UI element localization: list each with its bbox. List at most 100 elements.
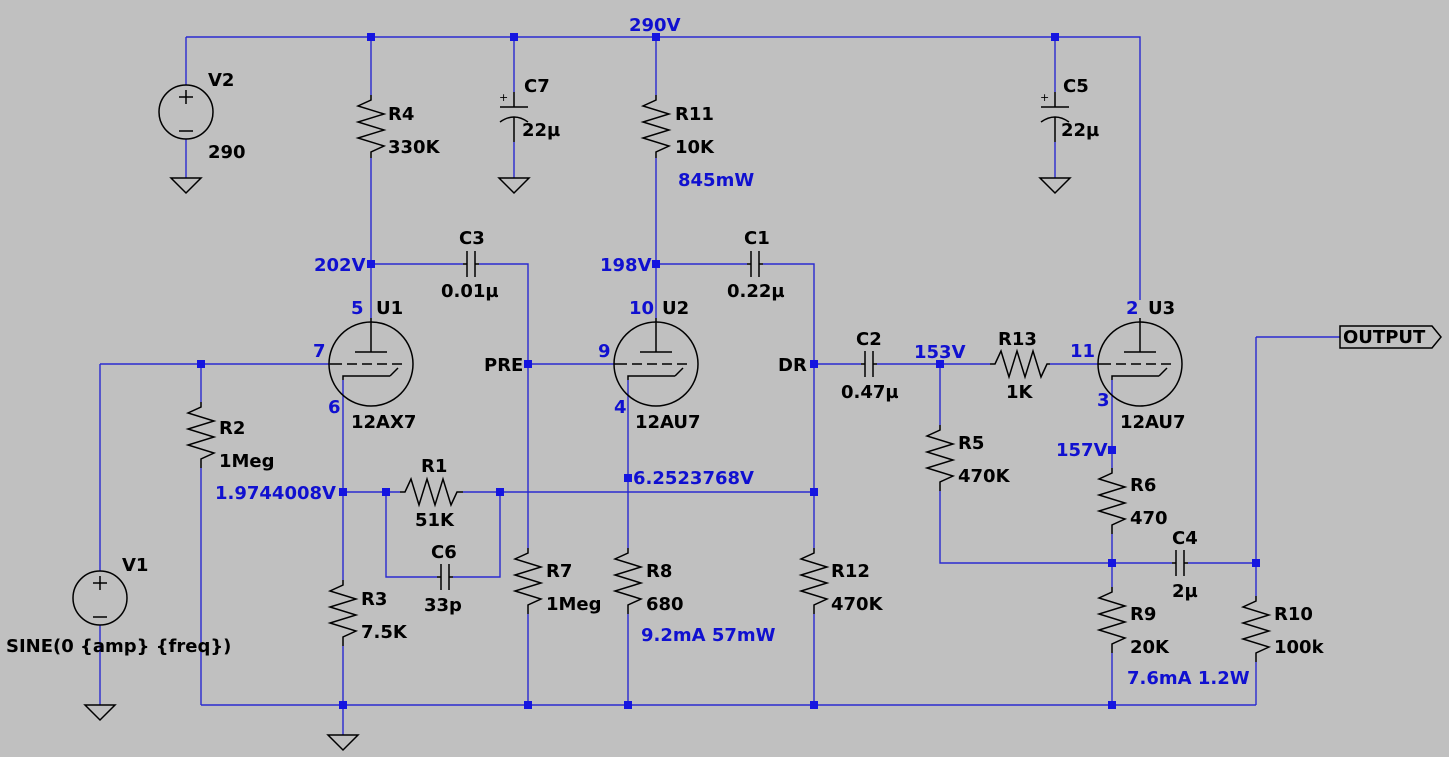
resistor-r2[interactable]: R2 1Meg [185, 402, 275, 472]
net-label-u3-cathode: 157V [1056, 440, 1108, 461]
capacitor-c2[interactable]: C2 0.47µ [841, 329, 899, 403]
component-value: 22µ [1061, 120, 1099, 141]
resistor-r9[interactable]: R9 20K 7.6mA 1.2W [1096, 587, 1250, 689]
net-label-u2-plate: 198V [600, 255, 652, 276]
component-name: R12 [831, 561, 870, 582]
ground-icon [1038, 177, 1072, 195]
component-name: U1 [376, 298, 403, 319]
resistor-r3[interactable]: R3 7.5K [327, 580, 408, 646]
resistor-icon [327, 580, 359, 646]
tube-type: 12AU7 [635, 412, 701, 433]
capacitor-c6[interactable]: C6 33p [424, 542, 462, 616]
net-label-top-rail: 290V [629, 15, 681, 36]
ground-icon [83, 704, 117, 722]
component-value: 290 [208, 142, 246, 163]
component-name: R3 [361, 589, 387, 610]
capacitor-c1[interactable]: C1 0.22µ [727, 228, 785, 302]
output-label: OUTPUT [1343, 327, 1426, 348]
output-port-icon [1339, 325, 1442, 349]
resistor-icon [1240, 596, 1272, 662]
resistor-icon [400, 476, 463, 508]
resistor-icon [990, 348, 1050, 380]
resistor-r10[interactable]: R10 100k [1240, 596, 1325, 662]
component-name: R9 [1130, 604, 1156, 625]
net-label-u3-grid: 153V [914, 342, 966, 363]
component-name: R8 [646, 561, 672, 582]
pin-number: 4 [614, 397, 627, 418]
component-value: 2µ [1172, 581, 1198, 602]
capacitor-c3[interactable]: C3 0.01µ [441, 228, 499, 302]
resistor-r8[interactable]: R8 680 9.2mA 57mW [612, 548, 776, 646]
tube-type: 12AX7 [351, 412, 416, 433]
component-name: R7 [546, 561, 572, 582]
voltage-source-icon [72, 570, 128, 626]
resistor-r4[interactable]: R4 330K [355, 95, 441, 158]
net-labels: 290V 202V 198V PRE DR 153V 157V 1.974400… [215, 15, 1108, 504]
component-value: 680 [646, 594, 684, 615]
power-annotation: 9.2mA 57mW [641, 625, 776, 646]
svg-text:+: + [499, 91, 508, 104]
component-name: R6 [1130, 475, 1156, 496]
component-name: R4 [388, 104, 414, 125]
triode-icon [1097, 318, 1183, 407]
ground-icon [169, 177, 203, 195]
net-label-dr: DR [778, 355, 807, 376]
resistor-r1[interactable]: R1 51K [400, 456, 463, 531]
component-value: 0.22µ [727, 281, 785, 302]
svg-text:+: + [1040, 91, 1049, 104]
output-port[interactable]: OUTPUT [1339, 325, 1442, 349]
resistor-icon [1096, 587, 1128, 653]
component-value: 470K [958, 466, 1011, 487]
component-value: 100k [1274, 637, 1325, 658]
net-label-pre: PRE [484, 355, 523, 376]
triode-u2[interactable]: 10 U2 9 4 12AU7 [598, 298, 701, 433]
capacitor-icon [463, 251, 479, 277]
pin-number: 9 [598, 341, 611, 362]
resistor-r5[interactable]: R5 470K [924, 425, 1011, 491]
resistor-r12[interactable]: R12 470K [798, 548, 884, 615]
triode-u3[interactable]: 2 U3 11 3 12AU7 [1070, 298, 1186, 433]
capacitor-c5[interactable]: + C5 22µ [1040, 76, 1099, 142]
component-name: R11 [675, 104, 714, 125]
capacitor-icon [861, 351, 877, 377]
component-value: 470 [1130, 508, 1168, 529]
capacitor-c4[interactable]: C4 2µ [1172, 528, 1198, 602]
triode-u1[interactable]: 5 U1 7 6 12AX7 [313, 298, 416, 433]
resistor-r6[interactable]: R6 470 [1096, 468, 1168, 534]
net-label-u2-cathode: 6.2523768V [633, 468, 754, 489]
component-name: C2 [856, 329, 882, 350]
capacitor-icon [747, 251, 763, 277]
capacitor-c7[interactable]: + C7 22µ [499, 76, 560, 142]
resistor-icon [924, 425, 956, 491]
component-name: R13 [998, 329, 1037, 350]
triode-icon [328, 318, 414, 407]
voltage-source-v2[interactable]: V2 290 [158, 70, 246, 163]
resistor-r7[interactable]: R7 1Meg [512, 548, 602, 615]
resistor-r13[interactable]: R13 1K [990, 329, 1050, 403]
component-name: U3 [1148, 298, 1175, 319]
component-value: 1Meg [546, 594, 602, 615]
pin-number: 7 [313, 341, 326, 362]
tube-type: 12AU7 [1120, 412, 1186, 433]
component-name: C4 [1172, 528, 1198, 549]
component-name: C3 [459, 228, 485, 249]
component-name: R5 [958, 433, 984, 454]
component-name: R2 [219, 418, 245, 439]
pin-number: 6 [328, 397, 341, 418]
component-name: U2 [662, 298, 689, 319]
resistor-icon [185, 402, 217, 468]
net-label-u1-cathode: 1.9744008V [215, 483, 336, 504]
resistor-icon [1096, 468, 1128, 534]
component-name: C5 [1063, 76, 1089, 97]
component-value: 0.47µ [841, 382, 899, 403]
resistor-r11[interactable]: R11 10K 845mW [640, 95, 754, 191]
component-name: V2 [208, 70, 234, 91]
component-name: V1 [122, 555, 148, 576]
voltage-source-v1[interactable]: V1 SINE(0 {amp} {freq}) [6, 555, 231, 657]
pin-number: 10 [629, 298, 654, 319]
pin-number: 11 [1070, 341, 1095, 362]
ground-symbols [83, 177, 1072, 752]
pin-number: 3 [1097, 390, 1110, 411]
component-value: 22µ [522, 120, 560, 141]
